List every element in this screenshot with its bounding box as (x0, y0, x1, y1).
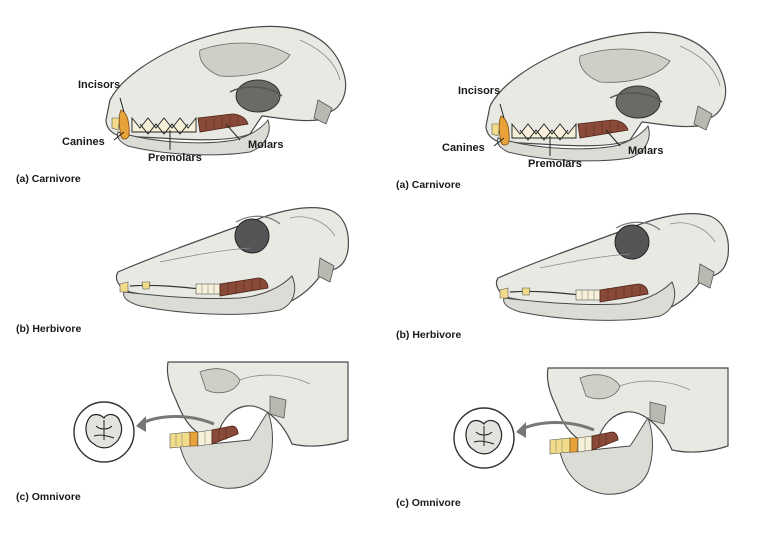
caption-omnivore: (c) Omnivore (396, 497, 461, 509)
caption-carnivore: (a) Carnivore (396, 179, 461, 191)
caption-omnivore: (c) Omnivore (16, 491, 81, 503)
omnivore-skull (452, 366, 730, 496)
label-canines: Canines (62, 136, 105, 148)
label-premolars: Premolars (528, 158, 582, 170)
label-incisors: Incisors (458, 85, 501, 97)
caption-carnivore: (a) Carnivore (16, 173, 81, 185)
caption-herbivore: (b) Herbivore (16, 323, 82, 335)
herbivore-skull (115, 207, 350, 315)
herbivore-skull (495, 213, 730, 321)
label-canines: Canines (442, 142, 485, 154)
label-molars: Molars (248, 139, 284, 151)
label-molars: Molars (628, 145, 664, 157)
label-premolars: Premolars (148, 152, 202, 164)
right-panel: Incisors Canines Premolars Molars (a) Ca… (380, 6, 768, 549)
carnivore-skull (105, 25, 347, 156)
omnivore-skull (72, 360, 350, 490)
carnivore-skull (485, 31, 727, 162)
caption-herbivore: (b) Herbivore (396, 329, 462, 341)
right-illustrations (452, 31, 730, 496)
label-incisors: Incisors (78, 79, 121, 91)
